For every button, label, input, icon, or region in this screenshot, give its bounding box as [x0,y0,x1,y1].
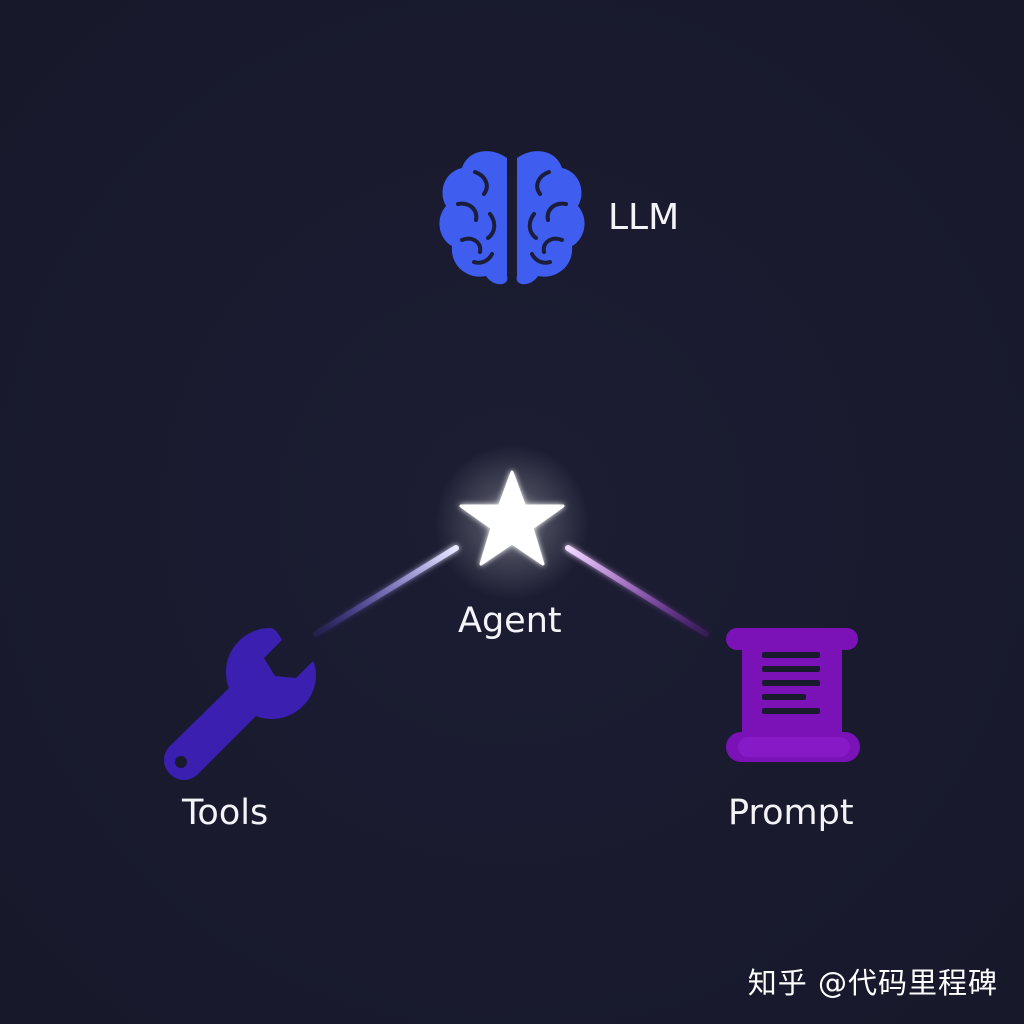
wrench-icon [164,628,316,780]
connector-agent-tools [313,545,459,637]
agent-label: Agent [458,601,562,641]
connector-agent-prompt [565,545,709,637]
watermark: 知乎 @代码里程碑 [747,966,998,1000]
star-icon [434,444,590,600]
prompt-label: Prompt [728,793,854,833]
brain-icon [439,151,585,285]
scroll-icon [726,628,860,762]
tools-label: Tools [182,793,269,833]
llm-label: LLM [608,197,680,238]
